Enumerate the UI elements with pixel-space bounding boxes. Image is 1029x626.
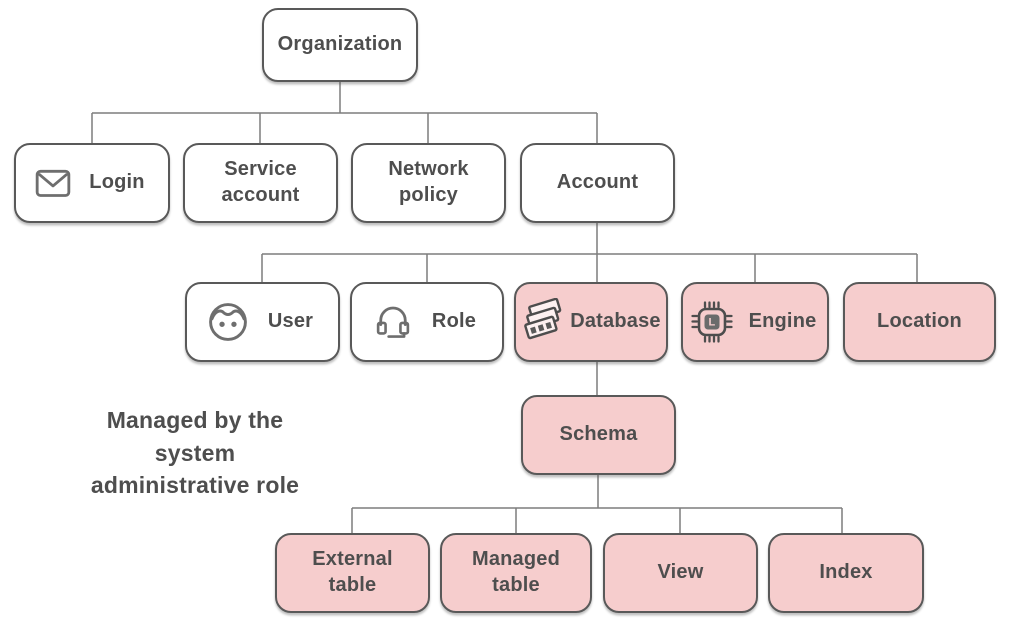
node-user: User: [185, 282, 340, 362]
node-label: User: [267, 310, 314, 333]
node-label: Role: [431, 310, 477, 333]
chip-letter: L: [708, 317, 715, 329]
managed-by-annotation: Managed by the system administrative rol…: [90, 407, 300, 499]
cpu-chip-icon: L: [688, 298, 736, 346]
node-service-account: Service account: [183, 143, 338, 223]
database-stack-icon: [521, 298, 569, 346]
node-label: Service account: [221, 158, 300, 206]
face-icon: [206, 300, 250, 344]
node-schema: Schema: [521, 395, 676, 475]
node-label: View: [657, 561, 704, 584]
headset-icon: [372, 301, 414, 343]
node-label: Account: [556, 171, 639, 194]
node-database: Database: [514, 282, 668, 362]
node-label: Location: [877, 310, 962, 333]
node-label: Login: [89, 171, 145, 194]
node-label: Database: [570, 310, 661, 333]
node-label: External table: [312, 548, 393, 596]
node-label: Managed table: [471, 548, 561, 596]
node-location: Location: [843, 282, 996, 362]
node-organization: Organization: [262, 8, 418, 82]
envelope-icon: [33, 163, 73, 203]
node-label: Index: [819, 561, 873, 584]
node-network-policy: Network policy: [351, 143, 506, 223]
node-account: Account: [520, 143, 675, 223]
node-index: Index: [768, 533, 924, 613]
node-engine: L Engine: [681, 282, 829, 362]
node-role: Role: [350, 282, 504, 362]
node-label: Organization: [277, 33, 403, 56]
node-view: View: [603, 533, 758, 613]
node-label: Schema: [559, 423, 638, 446]
node-label: Network policy: [388, 158, 469, 206]
node-label: Engine: [748, 310, 817, 333]
node-external-table: External table: [275, 533, 430, 613]
node-managed-table: Managed table: [440, 533, 592, 613]
node-login: Login: [14, 143, 170, 223]
